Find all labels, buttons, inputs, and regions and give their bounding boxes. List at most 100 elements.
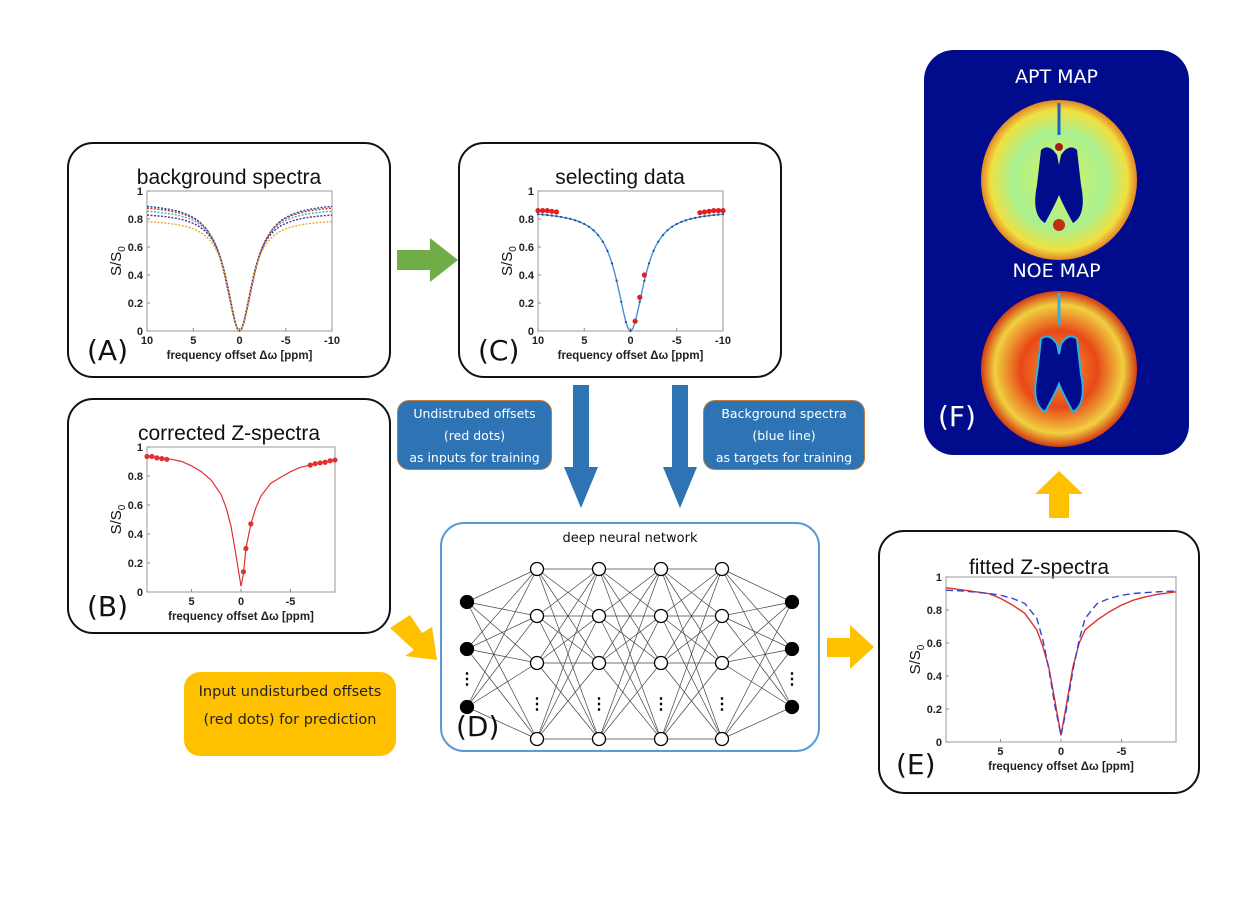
connection (536, 568, 600, 740)
sample-point (680, 220, 683, 223)
data-point (307, 462, 313, 468)
connection (466, 568, 538, 708)
data-point (149, 453, 155, 460)
green-arrow-a-to-c (397, 238, 458, 282)
y-tick-label: 0 (528, 326, 534, 338)
connection (721, 568, 793, 708)
callout-line: Background spectra (721, 406, 847, 421)
apt-map-title: APT MAP (1015, 66, 1098, 88)
data-point (240, 569, 247, 575)
panel-f-maps: APT MAP NOE MAP (924, 50, 1189, 455)
data-point (154, 455, 160, 461)
y-tick-label: 0.4 (128, 270, 144, 282)
panel-label: (E) (896, 748, 936, 781)
ellipsis-icon: ⋮ (591, 696, 607, 713)
x-tick-label: 5 (997, 746, 1003, 758)
panel-label: (C) (478, 334, 520, 367)
hidden-node (653, 608, 669, 624)
chart-title: corrected Z-spectra (137, 422, 321, 445)
callout-line: Undistrubed offsets (413, 406, 536, 421)
sample-point (657, 240, 660, 243)
sample-point (550, 214, 553, 217)
selected-point (637, 294, 643, 300)
data-point (164, 456, 170, 462)
y-tick-label: 0.6 (128, 242, 143, 254)
sample-point (638, 300, 641, 303)
selected-point (697, 210, 703, 216)
x-axis-label: frequency offset Δω [ppm] (167, 350, 313, 362)
y-tick-label: 0 (936, 737, 942, 749)
y-tick-label: 0.2 (128, 298, 143, 310)
hidden-node (529, 608, 545, 624)
x-tick-label: 5 (581, 335, 587, 347)
selected-point (706, 208, 712, 214)
sample-point (652, 249, 655, 252)
series-line-corrected (945, 587, 1177, 736)
x-tick-label: 5 (188, 596, 194, 608)
connection (466, 615, 538, 650)
chart-title: fitted Z-spectra (968, 556, 1110, 579)
chart-title: background spectra (136, 166, 322, 189)
chart-title: selecting data (555, 166, 685, 189)
connection (660, 568, 723, 664)
sample-point (564, 216, 567, 219)
data-point (312, 461, 318, 467)
y-tick-label: 0.2 (927, 704, 942, 716)
dnn-title: deep neural network (562, 531, 698, 546)
x-axis-label: frequency offset Δω [ppm] (558, 350, 704, 362)
sample-point (694, 216, 697, 219)
x-tick-label: 0 (1058, 746, 1064, 758)
y-tick-label: 0.2 (519, 298, 534, 310)
series-line-spectrum-2 (146, 207, 333, 333)
hidden-node (653, 731, 669, 747)
y-tick-label: 1 (936, 572, 942, 584)
blue-arrow-inputs-down (564, 385, 598, 508)
data-point (327, 458, 333, 464)
sample-point (583, 222, 586, 226)
noe-map-image (981, 291, 1137, 447)
sample-point (666, 229, 669, 232)
hidden-node (714, 561, 730, 577)
connection (536, 615, 600, 740)
x-tick-label: 0 (627, 335, 633, 347)
sample-point (661, 233, 664, 237)
background-spectrum-line (537, 213, 724, 333)
series-line-spectrum-3 (146, 210, 333, 333)
hidden-node (653, 655, 669, 671)
output-node (784, 699, 800, 715)
x-tick-label: -5 (281, 335, 291, 347)
connection (660, 662, 723, 740)
y-tick-label: 0.8 (927, 605, 942, 617)
input-node (459, 699, 475, 715)
noe-map-title: NOE MAP (1012, 260, 1101, 282)
connection (466, 601, 538, 740)
blue-arrow-targets-down (663, 385, 697, 508)
sample-point (606, 249, 609, 252)
sample-point (684, 219, 688, 222)
y-tick-label: 0.2 (128, 558, 143, 570)
y-tick-label: 0.6 (128, 500, 143, 512)
connection (536, 568, 600, 617)
y-tick-label: 0.4 (927, 671, 943, 683)
panel-label: (D) (456, 710, 500, 743)
connection (536, 662, 600, 740)
x-axis-label: frequency offset Δω [ppm] (988, 761, 1134, 773)
callout-training-targets: Background spectra (blue line) as target… (703, 400, 865, 470)
connection (536, 568, 600, 664)
ellipsis-icon: ⋮ (784, 671, 800, 688)
hidden-node (714, 608, 730, 624)
connection (598, 568, 662, 664)
sample-point (536, 213, 540, 216)
series-line-spectrum-4 (146, 214, 333, 333)
callout-line: Input undisturbed offsets (198, 684, 382, 700)
data-point (243, 545, 249, 552)
data-point (322, 459, 328, 465)
sample-point (541, 213, 544, 216)
selected-point (553, 209, 560, 215)
x-tick-label: -10 (324, 335, 340, 347)
